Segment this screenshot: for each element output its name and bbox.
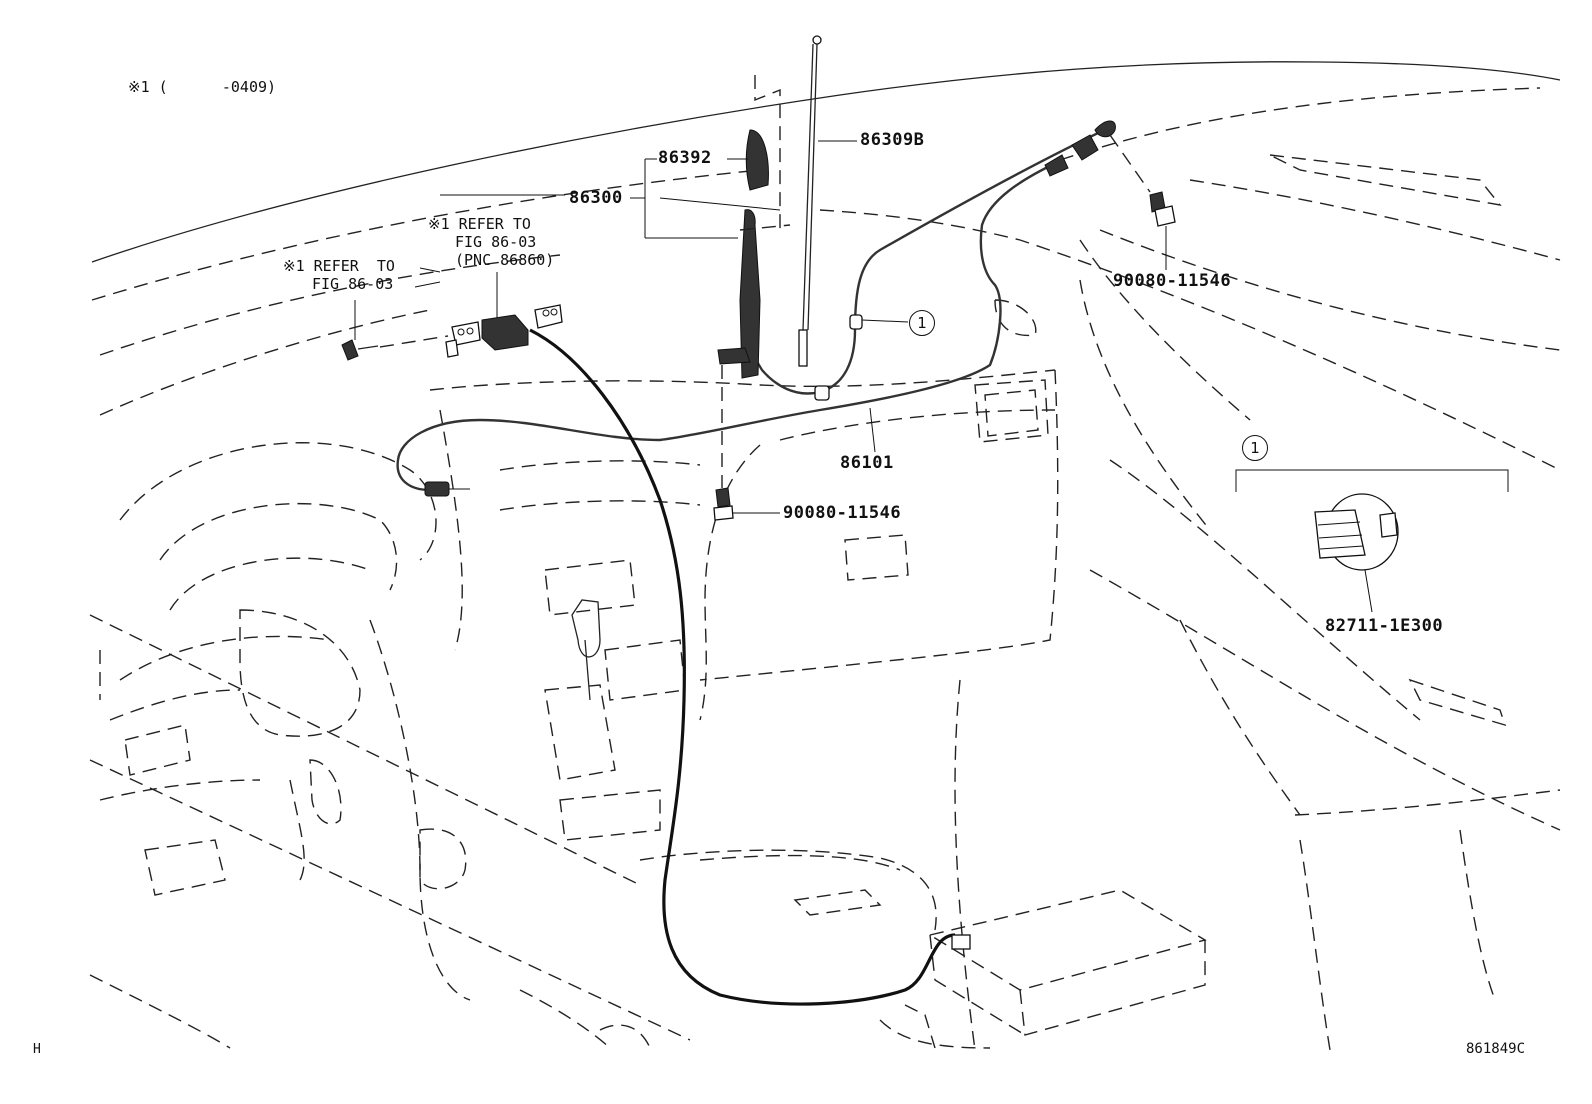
- corner-mark: H: [33, 1042, 41, 1057]
- part-number-86392: 86392: [658, 148, 712, 168]
- part-number-82711-1e300: 82711-1E300: [1325, 616, 1444, 636]
- part-number-90080-11546-middle: 90080-11546: [783, 503, 902, 523]
- refer-note-fig-86-03-line1: ※1 REFER TO: [283, 257, 395, 275]
- part-number-86309b: 86309B: [860, 130, 925, 150]
- part-number-86101: 86101: [840, 453, 894, 473]
- refer-note-pnc-86860-line3: (PNC 86860): [455, 251, 555, 269]
- part-number-90080-11546-top: 90080-11546: [1113, 271, 1232, 291]
- refer-note-pnc-86860-line2: FIG 86-03: [455, 233, 537, 251]
- figure-code: 861849C: [1466, 1041, 1526, 1057]
- model-year-note: ※1 ( -0409): [128, 78, 277, 96]
- refer-note-pnc-86860-line1: ※1 REFER TO: [428, 215, 531, 233]
- callout-1-clip: 1: [909, 310, 935, 336]
- refer-note-fig-86-03-line2: FIG 86-03: [312, 275, 394, 293]
- callout-1-detail: 1: [1242, 435, 1268, 461]
- part-number-86300: 86300: [569, 188, 623, 208]
